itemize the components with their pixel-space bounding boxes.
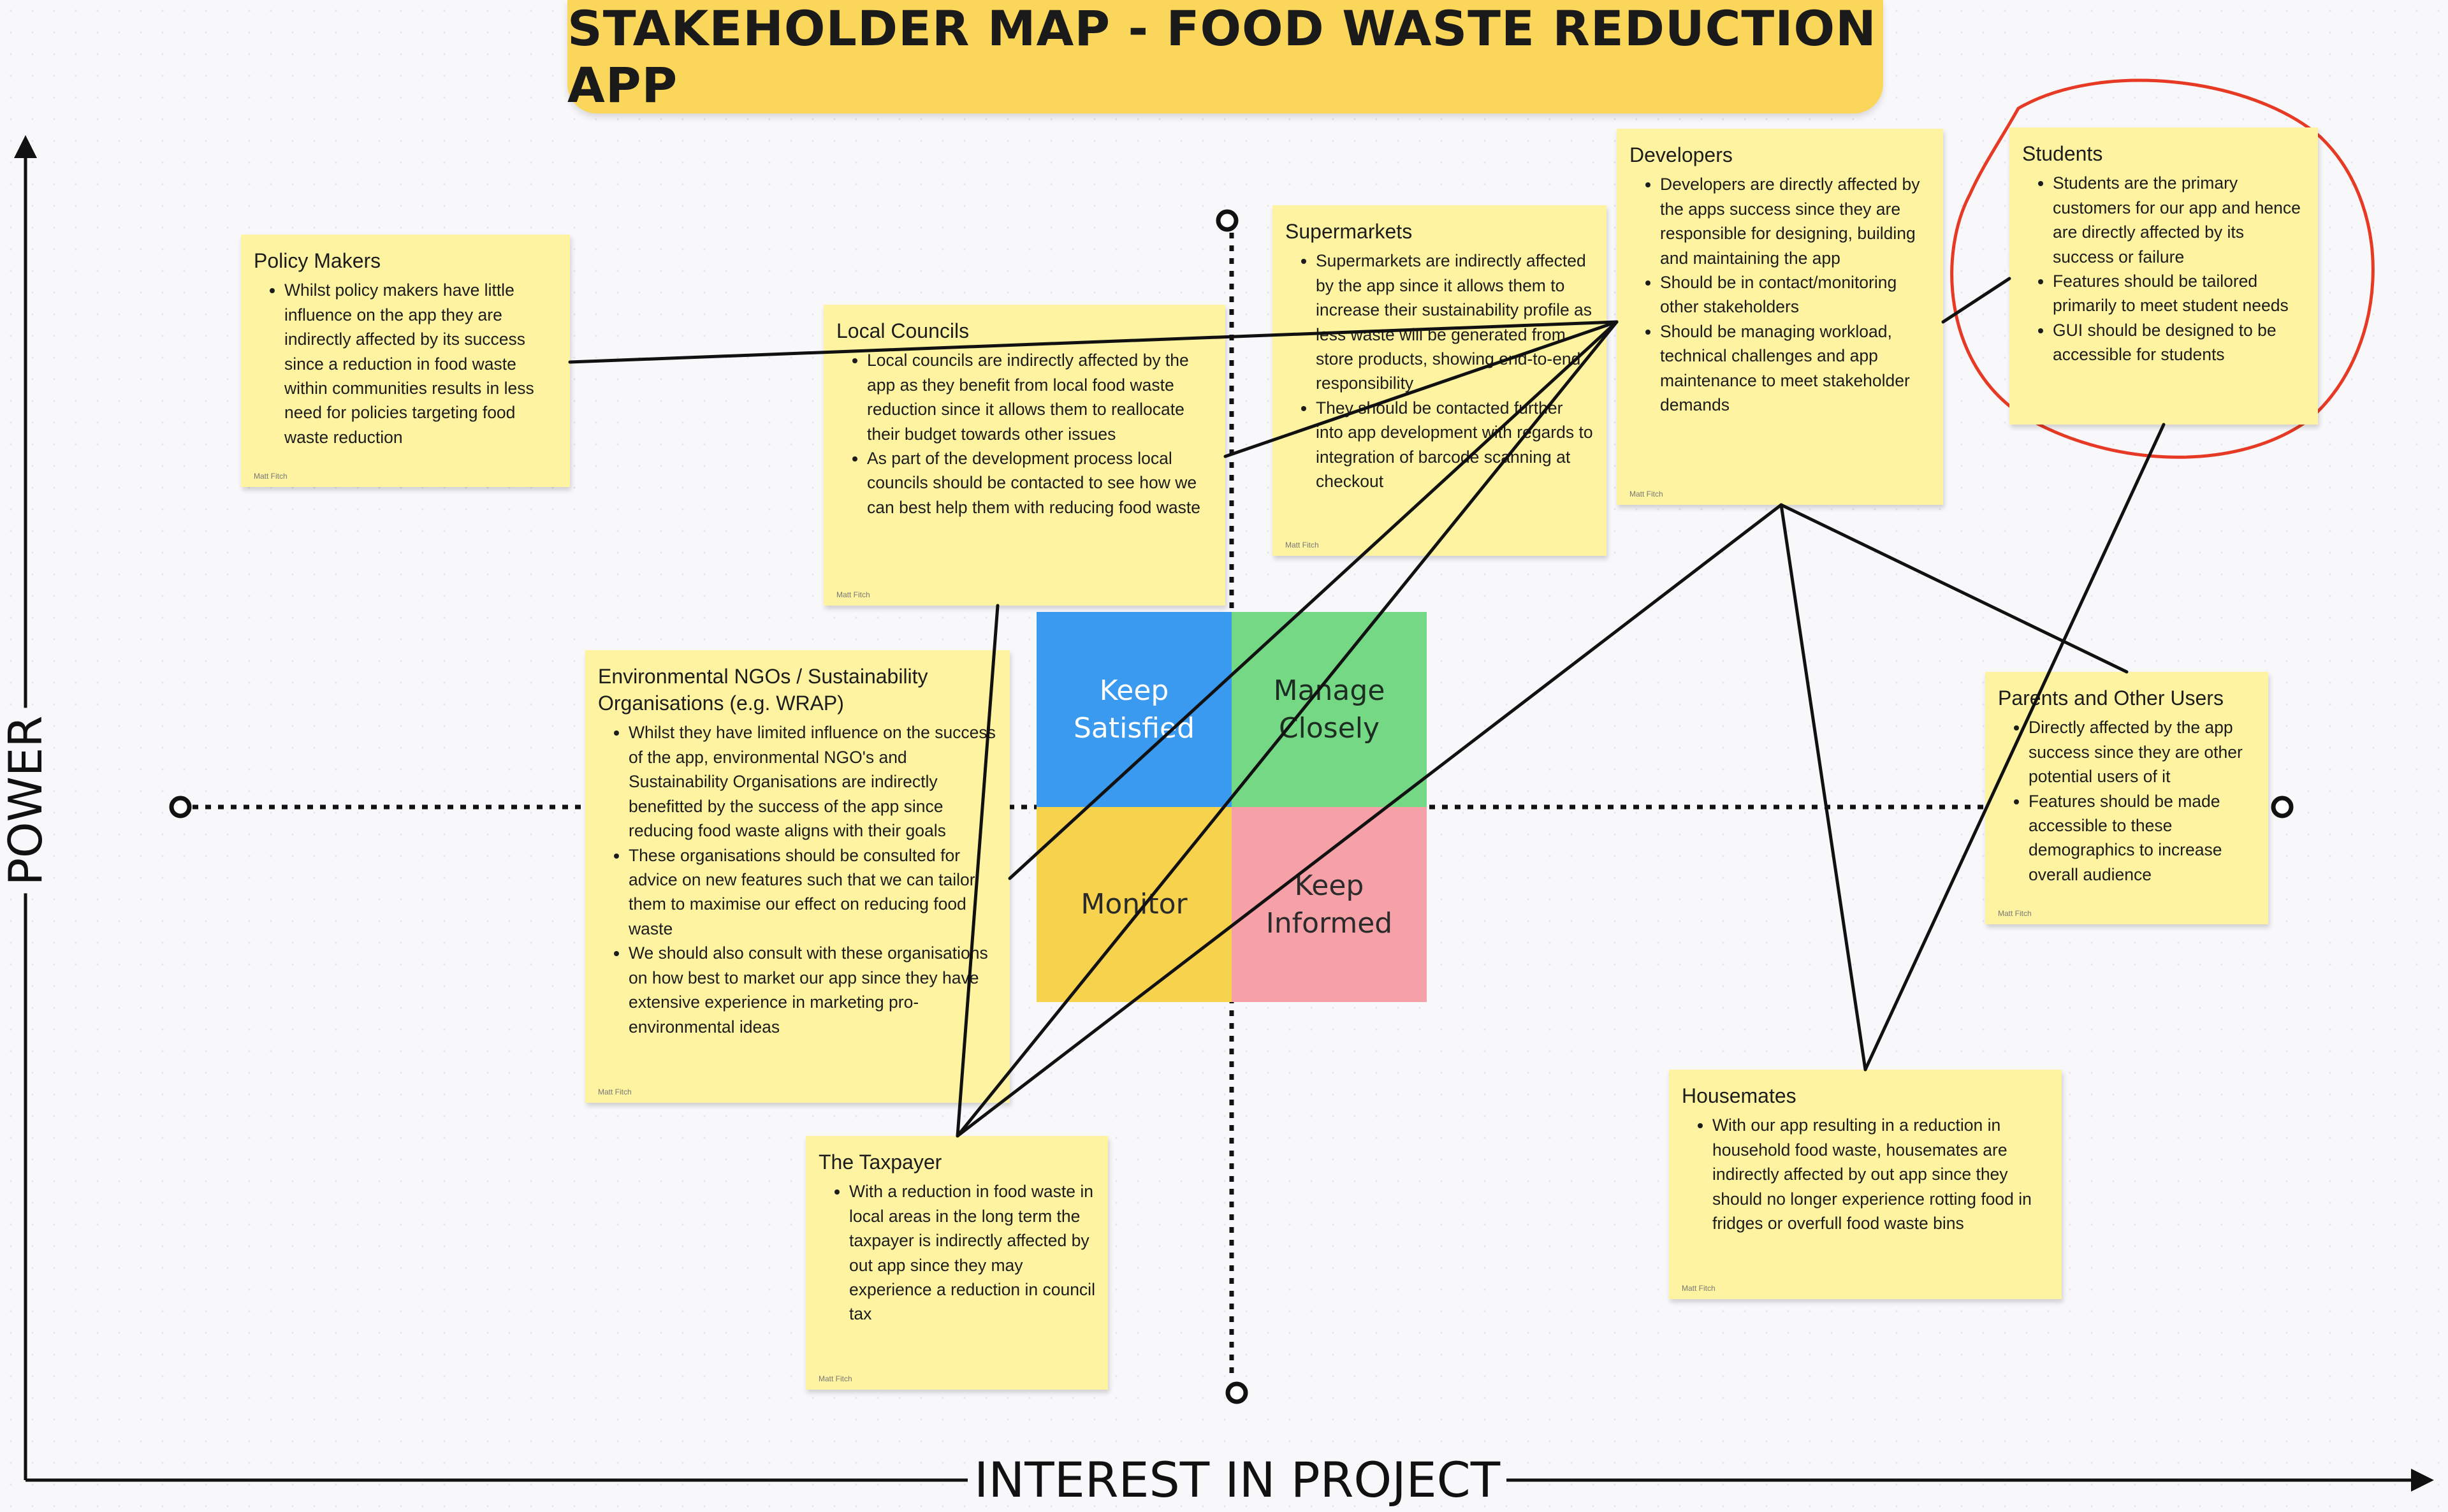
note-bullet: Local councils are indirectly affected b… bbox=[867, 348, 1213, 446]
x-axis-label: INTEREST IN PROJECT bbox=[968, 1456, 1507, 1504]
note-supermarkets[interactable]: Supermarkets Supermarkets are indirectly… bbox=[1272, 205, 1606, 556]
note-bullet: They should be contacted further into ap… bbox=[1316, 396, 1594, 494]
note-bullet: Whilst policy makers have little influen… bbox=[284, 278, 557, 449]
note-author: Matt Fitch bbox=[1629, 490, 1663, 498]
note-bullets: With our app resulting in a reduction in… bbox=[1682, 1113, 2049, 1235]
note-bullet: Supermarkets are indirectly affected by … bbox=[1316, 249, 1594, 396]
note-author: Matt Fitch bbox=[598, 1087, 632, 1096]
note-author: Matt Fitch bbox=[836, 590, 870, 599]
note-bullet: With a reduction in food waste in local … bbox=[849, 1179, 1095, 1327]
note-bullets: Whilst they have limited influence on th… bbox=[598, 720, 997, 1038]
note-policy-makers[interactable]: Policy Makers Whilst policy makers have … bbox=[241, 235, 570, 487]
note-bullet: With our app resulting in a reduction in… bbox=[1712, 1113, 2049, 1235]
note-housemates[interactable]: Housemates With our app resulting in a r… bbox=[1669, 1070, 2062, 1299]
interest-axis-arrowhead bbox=[2411, 1469, 2434, 1492]
note-bullets: Directly affected by the app success sin… bbox=[1998, 715, 2255, 887]
note-title: Environmental NGOs / Sustainability Orga… bbox=[598, 665, 928, 715]
students-highlight-circle bbox=[1950, 78, 2375, 459]
quadrant-manage-closely: Manage Closely bbox=[1232, 612, 1427, 807]
note-developers[interactable]: Developers Developers are directly affec… bbox=[1617, 129, 1943, 505]
note-title: Policy Makers bbox=[254, 249, 381, 272]
note-bullet: As part of the development process local… bbox=[867, 446, 1213, 520]
note-bullet: Whilst they have limited influence on th… bbox=[629, 720, 997, 843]
note-title: Developers bbox=[1629, 143, 1733, 166]
power-axis-arrowhead bbox=[14, 135, 37, 158]
note-author: Matt Fitch bbox=[1285, 541, 1319, 549]
note-the-taxpayer[interactable]: The Taxpayer With a reduction in food wa… bbox=[806, 1136, 1108, 1390]
note-bullet: We should also consult with these organi… bbox=[629, 941, 997, 1039]
note-title: Local Councils bbox=[836, 319, 970, 342]
note-bullets: Developers are directly affected by the … bbox=[1629, 172, 1930, 417]
note-author: Matt Fitch bbox=[819, 1374, 852, 1383]
note-parents-other-users[interactable]: Parents and Other Users Directly affecte… bbox=[1985, 672, 2268, 924]
note-local-councils[interactable]: Local Councils Local councils are indire… bbox=[824, 305, 1225, 606]
note-bullet: Directly affected by the app success sin… bbox=[2029, 715, 2255, 789]
note-author: Matt Fitch bbox=[254, 472, 288, 481]
note-bullet: GUI should be designed to be accessible … bbox=[2053, 318, 2305, 367]
note-title: Supermarkets bbox=[1285, 220, 1413, 243]
divider-endpoint-right bbox=[2271, 796, 2294, 818]
note-bullets: Whilst policy makers have little influen… bbox=[254, 278, 557, 449]
divider-endpoint-bottom bbox=[1225, 1381, 1248, 1404]
note-bullet: Should be in contact/monitoring other st… bbox=[1660, 270, 1930, 319]
note-bullets: Local councils are indirectly affected b… bbox=[836, 348, 1213, 520]
y-axis-label: POWER bbox=[0, 708, 52, 894]
note-title: Parents and Other Users bbox=[1998, 687, 2224, 709]
note-bullets: Students are the primary customers for o… bbox=[2022, 171, 2305, 367]
note-bullet: Students are the primary customers for o… bbox=[2053, 171, 2305, 269]
note-author: Matt Fitch bbox=[1998, 909, 2032, 918]
divider-endpoint-top bbox=[1216, 209, 1239, 232]
note-author: Matt Fitch bbox=[1682, 1284, 1716, 1293]
note-bullet: These organisations should be consulted … bbox=[629, 843, 997, 941]
map-title: STAKEHOLDER MAP - FOOD WASTE REDUCTION A… bbox=[567, 0, 1883, 113]
note-title: The Taxpayer bbox=[819, 1151, 942, 1174]
divider-endpoint-left bbox=[169, 796, 192, 818]
note-bullet: Features should be made accessible to th… bbox=[2029, 789, 2255, 887]
note-title: Housemates bbox=[1682, 1084, 1796, 1107]
note-bullet: Should be managing workload, technical c… bbox=[1660, 319, 1930, 418]
note-bullet: Features should be tailored primarily to… bbox=[2053, 269, 2305, 318]
note-title: Students bbox=[2022, 142, 2103, 165]
note-students[interactable]: Students Students are the primary custom… bbox=[2009, 127, 2318, 425]
note-bullet: Developers are directly affected by the … bbox=[1660, 172, 1930, 270]
quadrant-keep-satisfied: Keep Satisfied bbox=[1037, 612, 1232, 807]
quadrant-monitor: Monitor bbox=[1037, 807, 1232, 1002]
quadrant-keep-informed: Keep Informed bbox=[1232, 807, 1427, 1002]
note-bullets: With a reduction in food waste in local … bbox=[819, 1179, 1095, 1327]
note-bullets: Supermarkets are indirectly affected by … bbox=[1285, 249, 1594, 493]
note-environmental-ngos[interactable]: Environmental NGOs / Sustainability Orga… bbox=[585, 650, 1010, 1103]
